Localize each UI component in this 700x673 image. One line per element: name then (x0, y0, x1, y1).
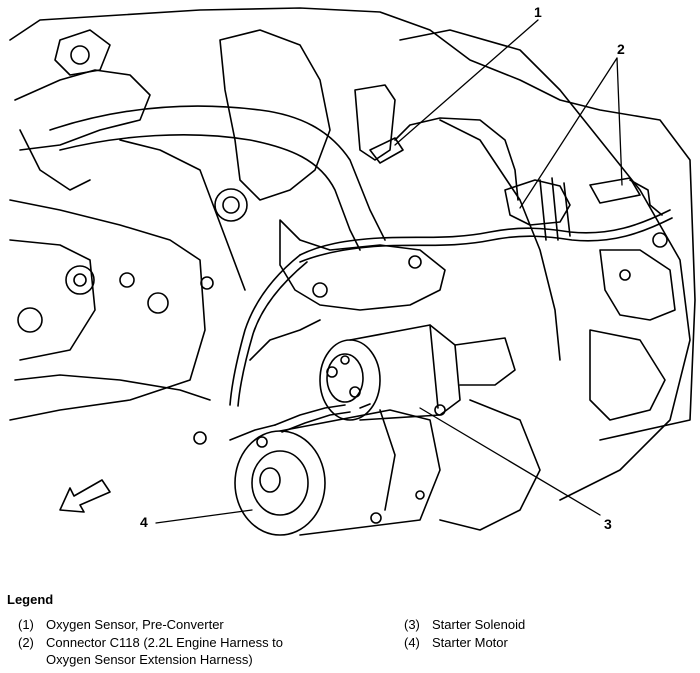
legend-item-1: (1) Oxygen Sensor, Pre-Converter (18, 616, 224, 633)
leader-line-2a (519, 57, 618, 209)
legend-item-text: Starter Motor (432, 635, 508, 650)
callout-1: 1 (534, 4, 542, 20)
wiring-harness (229, 177, 673, 407)
legend-item-text-continued: Oxygen Sensor Extension Harness) (46, 652, 253, 667)
engine-line-illustration (9, 7, 696, 536)
legend: Legend (1) Oxygen Sensor, Pre-Converter (… (0, 592, 700, 672)
legend-item-number: (4) (404, 635, 420, 650)
leader-line-4 (155, 509, 253, 524)
legend-item-text: Oxygen Sensor, Pre-Converter (46, 617, 224, 632)
leader-line-1 (394, 19, 539, 146)
legend-title: Legend (7, 592, 54, 607)
legend-item-text: Starter Solenoid (432, 617, 526, 632)
legend-item-number: (2) (18, 635, 34, 650)
exhaust-manifold (49, 84, 446, 311)
callout-3: 3 (604, 516, 612, 532)
leader-line-2b (616, 57, 623, 186)
legend-item-2: (2) Connector C118 (2.2L Engine Harness t… (18, 634, 283, 668)
legend-item-3: (3) Starter Solenoid (404, 616, 525, 633)
leader-line-3 (419, 407, 601, 516)
legend-item-number: (3) (404, 617, 420, 632)
front-direction-arrow (59, 479, 111, 513)
starter-motor (193, 409, 441, 536)
transmission-housing (399, 29, 691, 531)
callout-leader-lines (155, 19, 623, 524)
callout-2: 2 (617, 41, 625, 57)
callout-4: 4 (140, 514, 148, 530)
starter-cables (274, 403, 371, 433)
legend-item-text: Connector C118 (2.2L Engine Harness to (46, 635, 284, 650)
starter-solenoid (319, 324, 516, 421)
engine-block (9, 7, 696, 441)
oxygen-sensor (369, 117, 519, 201)
legend-item-number: (1) (18, 617, 34, 632)
legend-item-4: (4) Starter Motor (404, 634, 508, 651)
